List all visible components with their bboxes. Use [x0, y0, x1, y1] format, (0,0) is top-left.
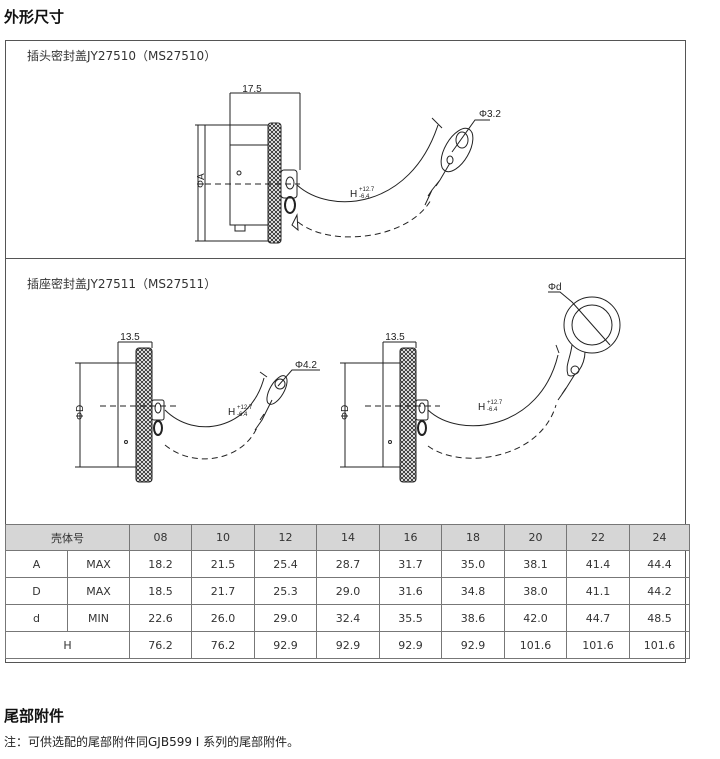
- value-cell: 22.6: [129, 604, 192, 632]
- header-shell: 20: [504, 524, 567, 551]
- tol-plus: +12.7: [487, 400, 503, 406]
- value-cell: 38.0: [504, 577, 567, 605]
- limit-cell: MIN: [67, 604, 130, 632]
- dim-dia-label: ΦD: [340, 405, 351, 420]
- dim-dia-label: ΦD: [75, 405, 86, 420]
- value-cell: 44.7: [566, 604, 630, 632]
- dim-h-label: H: [228, 407, 235, 418]
- value-cell: 35.0: [441, 550, 505, 578]
- value-cell: 29.0: [254, 604, 317, 632]
- value-cell: 92.9: [379, 631, 442, 659]
- tol-minus: -6.4: [487, 407, 498, 413]
- dim-length-label: 13.5: [120, 332, 140, 343]
- value-cell: 35.5: [379, 604, 442, 632]
- section-title-dimensions: 外形尺寸: [4, 8, 65, 26]
- value-cell: 48.5: [629, 604, 690, 632]
- value-cell: 21.7: [191, 577, 255, 605]
- note-text: 注：可供选配的尾部附件同GJB599 I 系列的尾部附件。: [4, 735, 300, 749]
- value-cell: 92.9: [316, 631, 380, 659]
- param-cell: H: [5, 631, 130, 659]
- drawing-panel: [5, 40, 686, 663]
- value-cell: 41.1: [566, 577, 630, 605]
- tol-minus: -6.4: [237, 412, 248, 418]
- dim-length-label: 13.5: [385, 332, 405, 343]
- value-cell: 18.5: [129, 577, 192, 605]
- tol-plus: +12.7: [237, 405, 253, 411]
- value-cell: 29.0: [316, 577, 380, 605]
- dim-h-label: H: [478, 402, 485, 413]
- section-title-accessories: 尾部附件: [4, 707, 65, 725]
- header-shell-label: 壳体号: [5, 524, 130, 551]
- value-cell: 101.6: [504, 631, 567, 659]
- tol-minus: -6.4: [359, 194, 370, 200]
- divider: [5, 258, 686, 259]
- header-shell: 08: [129, 524, 192, 551]
- value-cell: 31.7: [379, 550, 442, 578]
- value-cell: 38.1: [504, 550, 567, 578]
- header-shell: 18: [441, 524, 505, 551]
- value-cell: 32.4: [316, 604, 380, 632]
- value-cell: 76.2: [191, 631, 255, 659]
- value-cell: 38.6: [441, 604, 505, 632]
- value-cell: 31.6: [379, 577, 442, 605]
- header-shell: 10: [191, 524, 255, 551]
- plug-cap-caption: 插头密封盖JY27510（MS27510）: [27, 49, 217, 63]
- value-cell: 41.4: [566, 550, 630, 578]
- limit-cell: MAX: [67, 550, 130, 578]
- receptacle-cap-caption: 插座密封盖JY27511（MS27511）: [27, 277, 217, 291]
- tol-plus: +12.7: [359, 187, 375, 193]
- param-cell: D: [5, 577, 68, 605]
- header-shell: 16: [379, 524, 442, 551]
- value-cell: 25.4: [254, 550, 317, 578]
- value-cell: 42.0: [504, 604, 567, 632]
- dim-hole-label: Φ3.2: [479, 109, 501, 120]
- value-cell: 92.9: [441, 631, 505, 659]
- receptacle-cap-ring-drawing: Φd 13.5 ΦD H +12.7 -6.4: [340, 282, 621, 483]
- dim-length-label: 17.5: [242, 84, 262, 95]
- table-header-row: 壳体号 08 10 12 14 16 18 20 22 24: [5, 524, 690, 551]
- value-cell: 76.2: [129, 631, 192, 659]
- value-cell: 25.3: [254, 577, 317, 605]
- value-cell: 18.2: [129, 550, 192, 578]
- dim-h-label: H: [350, 189, 357, 200]
- value-cell: 21.5: [191, 550, 255, 578]
- value-cell: 92.9: [254, 631, 317, 659]
- dim-dia-label: ΦA: [196, 173, 207, 188]
- value-cell: 101.6: [566, 631, 630, 659]
- plug-cap-drawing: 17.5 ΦA Φ3.2 H +12.7 -6.4: [195, 84, 501, 244]
- value-cell: 101.6: [629, 631, 690, 659]
- limit-cell: MAX: [67, 577, 130, 605]
- value-cell: 34.8: [441, 577, 505, 605]
- value-cell: 28.7: [316, 550, 380, 578]
- header-shell: 12: [254, 524, 317, 551]
- header-shell: 14: [316, 524, 380, 551]
- header-shell: 22: [566, 524, 630, 551]
- value-cell: 26.0: [191, 604, 255, 632]
- dim-ring-label: Φd: [548, 282, 562, 293]
- receptacle-cap-drawing: 13.5 ΦD Φ4.2 H +12.7 -6.4: [75, 332, 320, 483]
- header-shell: 24: [629, 524, 690, 551]
- value-cell: 44.2: [629, 577, 690, 605]
- param-cell: d: [5, 604, 68, 632]
- dim-hole-label: Φ4.2: [295, 360, 317, 371]
- param-cell: A: [5, 550, 68, 578]
- value-cell: 44.4: [629, 550, 690, 578]
